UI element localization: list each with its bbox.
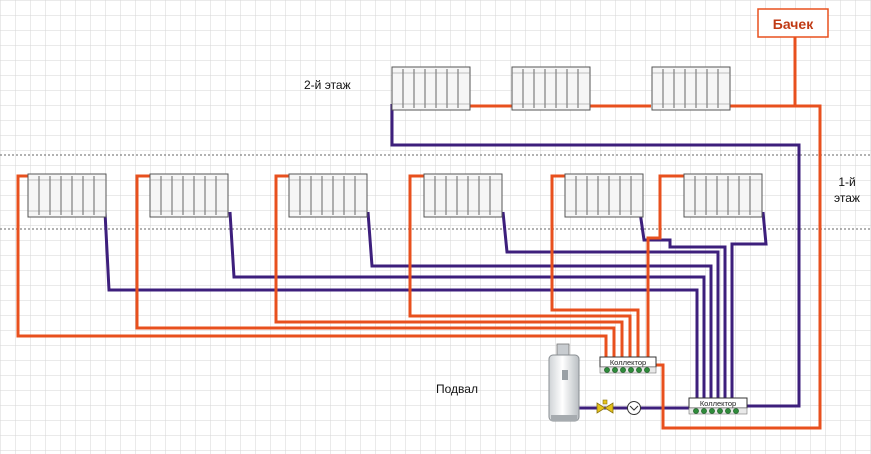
collector-return-label: Коллектор (700, 399, 736, 408)
radiator-icon (149, 173, 229, 218)
floor-1-label-line1: 1-й (838, 175, 855, 189)
radiator-icon (683, 173, 763, 218)
radiator-icon (564, 173, 644, 218)
basement-label: Подвал (436, 382, 478, 396)
expansion-tank: Бачек (757, 8, 829, 38)
radiator-icon (391, 66, 471, 111)
valve-icon (596, 399, 614, 414)
radiator-icon (288, 173, 368, 218)
floor-1-label-line2: этаж (834, 191, 860, 205)
collector-return: Коллектор (688, 397, 748, 415)
radiator-icon (27, 173, 107, 218)
expansion-tank-icon (757, 8, 829, 38)
radiator-icon (511, 66, 591, 111)
radiator-icon (423, 173, 503, 218)
radiator-icon (651, 66, 731, 111)
pump-icon (627, 401, 641, 415)
radiators-floor-2 (391, 66, 731, 111)
floor-2-label: 2-й этаж (304, 78, 351, 92)
collector-supply: Коллектор (599, 356, 657, 374)
collector-supply-label: Коллектор (610, 358, 646, 367)
tank-label: Бачек (773, 16, 814, 32)
boiler-icon (548, 343, 580, 422)
return-pipes (103, 104, 801, 410)
supply-pipes (16, 36, 822, 430)
